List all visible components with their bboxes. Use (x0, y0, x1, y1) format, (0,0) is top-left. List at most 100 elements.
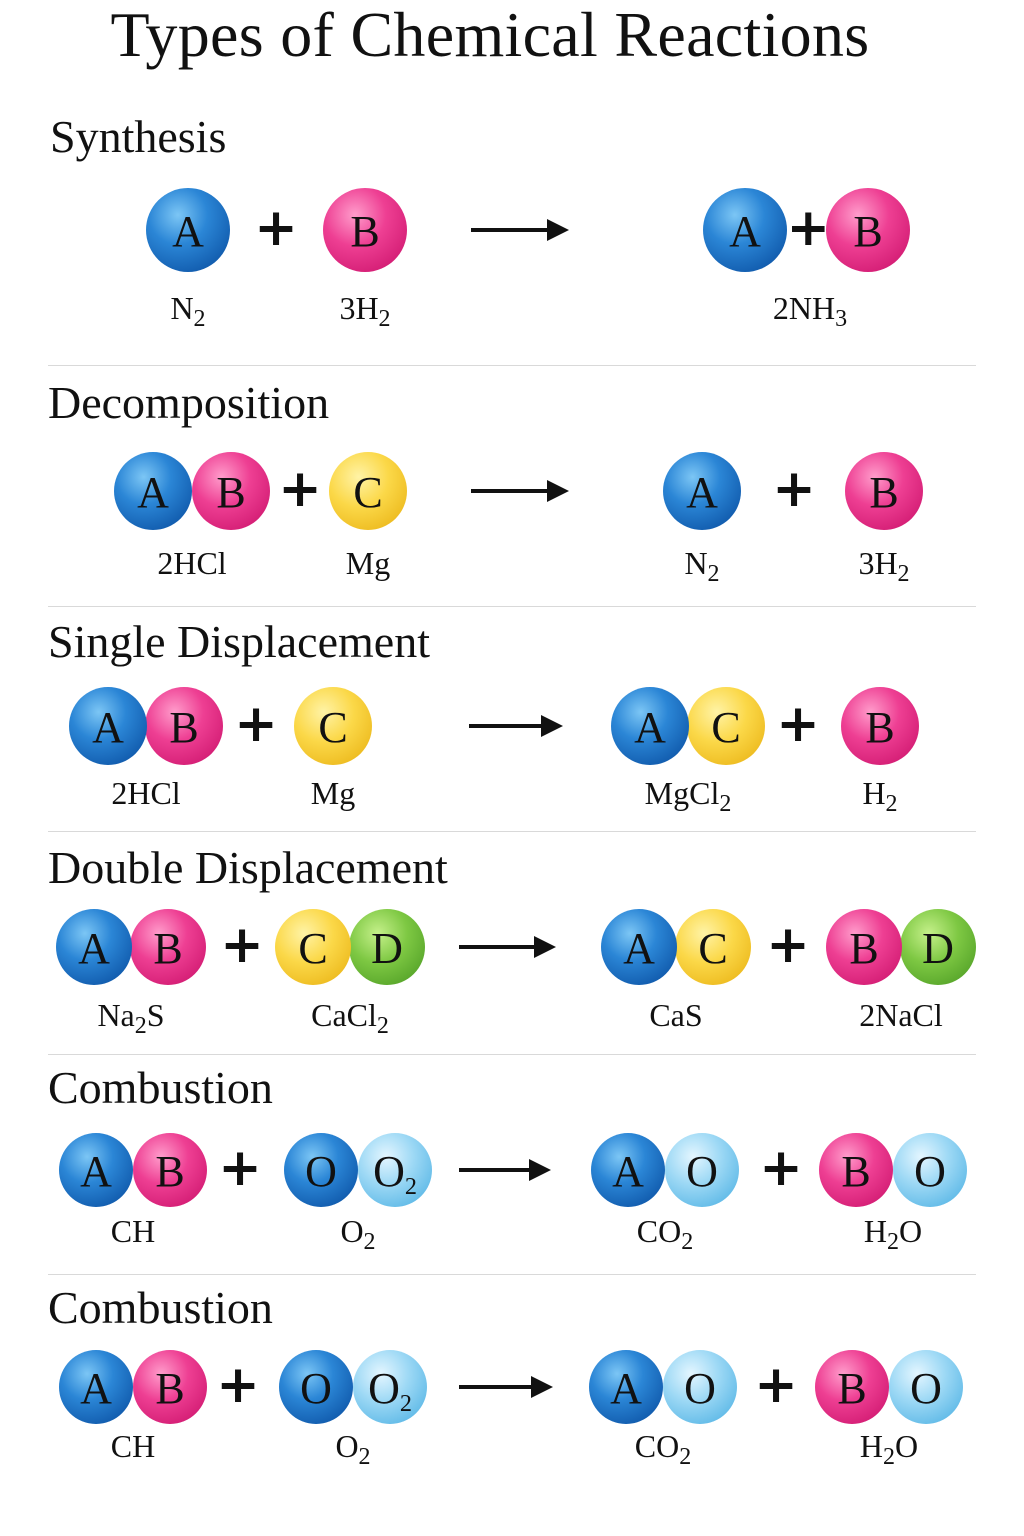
atom-pink: B (130, 909, 206, 985)
atom-label: B (849, 923, 879, 973)
reactant-formula: Na2S (97, 997, 165, 1040)
atom-blue: A (69, 687, 147, 765)
atom-label: A (80, 1363, 112, 1413)
product-formula: 2NH3 (772, 290, 848, 333)
atom-label: B (853, 206, 883, 256)
section-divider (48, 831, 976, 832)
reaction-arrow (459, 936, 556, 958)
atom-pink: B (192, 452, 270, 530)
atom-yellow: C (675, 909, 751, 985)
atom-pink: B (133, 1350, 207, 1424)
product-formula: CO2 (636, 1213, 694, 1256)
product-formula: H2 (862, 775, 898, 818)
atom-blue: O (279, 1350, 353, 1424)
atom-label: O (300, 1363, 332, 1413)
atom-yellow: C (275, 909, 351, 985)
atom-yellow: C (294, 687, 372, 765)
reaction-arrow (471, 219, 569, 241)
atom-label: B (155, 1363, 185, 1413)
atom-label: A (78, 923, 110, 973)
atom-blue: A (146, 188, 230, 272)
atom-lightblue: O (893, 1133, 967, 1207)
section-title: Single Displacement (48, 616, 430, 667)
atom-label: O (910, 1363, 942, 1413)
plus-sign: + (254, 198, 298, 258)
atom-label: B (350, 206, 380, 256)
atom-blue: A (589, 1350, 663, 1424)
atom-pink: B (145, 687, 223, 765)
atom-label: C (698, 923, 728, 973)
atom-lightblue: O2 (358, 1133, 432, 1207)
reactant-formula: 2HCl (157, 545, 227, 581)
reactant-formula: CaCl2 (311, 997, 389, 1040)
atom-label: O (914, 1146, 946, 1196)
atom-blue: A (611, 687, 689, 765)
reaction-arrow (471, 480, 569, 502)
bond-plus-sign: + (786, 198, 831, 258)
atom-label: O2 (368, 1363, 412, 1417)
plus-sign: + (220, 915, 264, 975)
reactant-formula: 3H2 (339, 290, 391, 333)
atom-label: A (137, 467, 169, 517)
reactant-formula: CH (110, 1213, 156, 1249)
atom-label: B (837, 1363, 867, 1413)
atom-label: A (172, 206, 204, 256)
atom-label: C (318, 702, 348, 752)
atom-pink: B (841, 687, 919, 765)
product-formula: MgCl2 (644, 775, 732, 818)
atom-label: B (216, 467, 246, 517)
atom-lightblue: O (663, 1350, 737, 1424)
atom-blue: A (663, 452, 741, 530)
atom-label: D (371, 923, 403, 973)
atom-label: D (922, 923, 954, 973)
atom-green: D (900, 909, 976, 985)
atom-label: B (155, 1146, 185, 1196)
plus-sign: + (278, 459, 322, 519)
reactant-formula: N2 (170, 290, 206, 333)
plus-sign: + (759, 1138, 803, 1198)
plus-sign: + (218, 1138, 262, 1198)
reaction-arrow (459, 1376, 553, 1398)
atom-blue: A (601, 909, 677, 985)
section-title: Combustion (48, 1062, 273, 1113)
atom-label: C (353, 467, 383, 517)
atom-label: A (634, 702, 666, 752)
product-formula: CO2 (634, 1428, 692, 1471)
atom-pink: B (815, 1350, 889, 1424)
page-title: Types of Chemical Reactions (110, 0, 870, 70)
atom-label: B (169, 702, 199, 752)
atom-label: A (610, 1363, 642, 1413)
atom-label: B (841, 1146, 871, 1196)
section-divider (48, 365, 976, 366)
atom-pink: B (323, 188, 407, 272)
atom-blue: A (114, 452, 192, 530)
atom-label: O (684, 1363, 716, 1413)
atom-yellow: C (329, 452, 407, 530)
atom-blue: A (59, 1350, 133, 1424)
section-title: Double Displacement (48, 842, 448, 893)
reactant-formula: CH (110, 1428, 156, 1464)
atom-label: A (612, 1146, 644, 1196)
atom-label: A (623, 923, 655, 973)
atom-blue: A (703, 188, 787, 272)
atom-blue: A (591, 1133, 665, 1207)
atom-pink: B (133, 1133, 207, 1207)
atom-pink: B (845, 452, 923, 530)
atom-blue: O (284, 1133, 358, 1207)
atom-label: O (686, 1146, 718, 1196)
atom-pink: B (826, 909, 902, 985)
reactant-formula: Mg (345, 545, 391, 581)
plus-sign: + (766, 915, 810, 975)
plus-sign: + (216, 1355, 260, 1415)
atom-label: O (305, 1146, 337, 1196)
atom-pink: B (826, 188, 910, 272)
reaction-arrow (469, 715, 563, 737)
atom-label: B (865, 702, 895, 752)
atom-label: A (92, 702, 124, 752)
atom-label: B (869, 467, 899, 517)
section-title: Combustion (48, 1282, 273, 1333)
product-formula: H2O (859, 1428, 919, 1471)
atom-label: A (686, 467, 718, 517)
plus-sign: + (776, 694, 820, 754)
atom-lightblue: O (889, 1350, 963, 1424)
